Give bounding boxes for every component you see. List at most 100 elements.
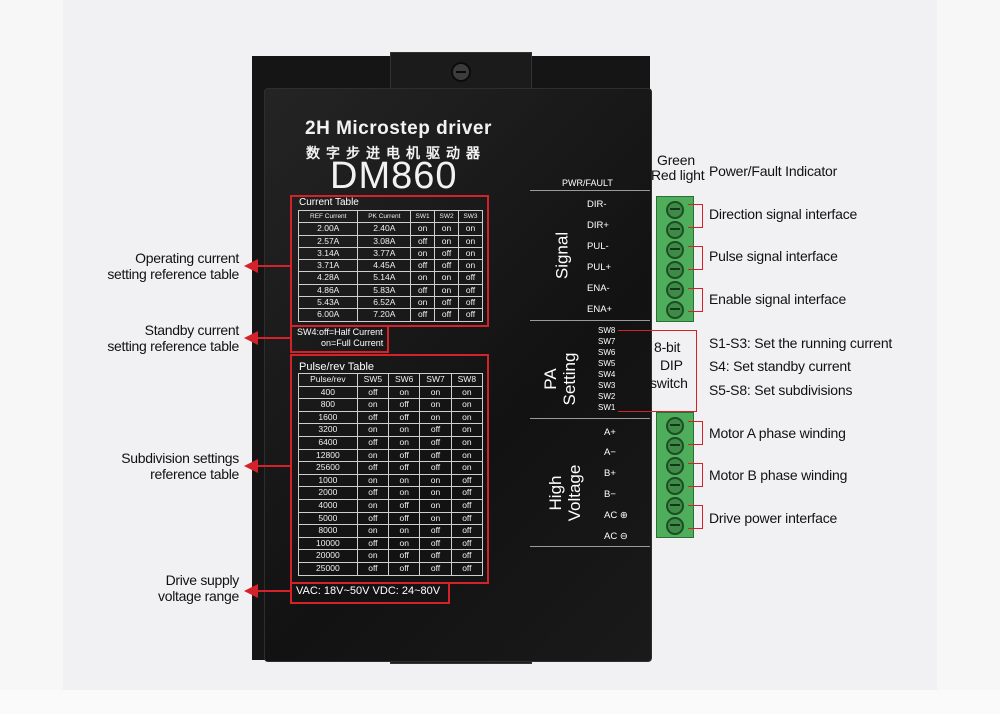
arrow-line	[256, 265, 290, 267]
motor-a-callout: Motor A phase winding	[709, 425, 846, 441]
pulse-table-title: Pulse/rev Table	[299, 361, 375, 373]
table-cell: on	[419, 511, 452, 526]
table-cell: off	[356, 410, 390, 425]
table-cell: off	[388, 410, 421, 425]
terminal-screw-icon	[666, 301, 684, 319]
table-cell: on	[434, 283, 460, 298]
table-cell: on	[434, 271, 460, 285]
top-mounting-ear	[390, 52, 532, 92]
table-cell: on	[388, 524, 421, 538]
led-color-label-1: Green	[657, 152, 695, 168]
table-cell: 3.08A	[357, 234, 412, 248]
table-cell: off	[356, 435, 390, 450]
signal-terminal-block	[656, 196, 694, 322]
arrow-left-icon	[244, 259, 258, 273]
table-cell: on	[458, 246, 483, 261]
dip-label-1: 8-bit	[654, 339, 681, 355]
table-cell: off	[356, 461, 390, 475]
table-cell: 25000	[298, 561, 358, 576]
table-cell: off	[356, 511, 390, 526]
arrow-left-icon	[244, 331, 258, 345]
table-cell: 5.43A	[297, 296, 359, 310]
signal-section-label: Signal	[552, 231, 572, 280]
enable-callout: Enable signal interface	[709, 291, 847, 307]
arrow-left-icon	[244, 584, 258, 598]
dip-switch-label: SW4	[598, 370, 616, 379]
drive-power-bracket	[688, 505, 703, 529]
table-cell: 5.83A	[357, 283, 412, 298]
brand-line: 2H Microstep driver	[305, 118, 492, 139]
table-cell: off	[434, 296, 460, 310]
table-cell: 12800	[298, 448, 358, 463]
table-header-cell: PK Current	[357, 209, 412, 224]
table-cell: 4.86A	[297, 283, 359, 298]
dip-switch-label: SW6	[598, 348, 616, 357]
table-cell: off	[450, 536, 484, 551]
motor-a-bracket	[688, 421, 703, 445]
table-cell: off	[450, 524, 484, 538]
table-header-cell: REF Current	[297, 209, 359, 224]
table-header-cell: Pulse/rev	[298, 373, 358, 387]
table-cell: 3200	[298, 423, 358, 437]
direction-callout: Direction signal interface	[709, 206, 858, 222]
terminal-screw-icon	[666, 457, 684, 475]
table-cell: off	[356, 536, 390, 551]
table-cell: on	[450, 410, 484, 425]
screw-icon	[451, 62, 471, 82]
table-header-cell: SW8	[450, 373, 484, 387]
table-cell: off	[450, 486, 484, 500]
table-cell: off	[388, 461, 421, 475]
table-cell: on	[388, 435, 421, 450]
divider	[530, 320, 650, 321]
table-header-cell: SW7	[419, 373, 452, 387]
table-cell: on	[458, 222, 483, 236]
terminal-screw-icon	[666, 497, 684, 515]
table-cell: off	[388, 511, 421, 526]
callout-line: Drive supply	[165, 572, 240, 588]
table-cell: 6.00A	[297, 308, 359, 322]
s4-callout: S4: Set standby current	[709, 358, 851, 374]
table-cell: on	[450, 448, 484, 463]
callout-line: Standby current	[144, 322, 240, 338]
table-cell: off	[419, 448, 452, 463]
table-cell: 400	[298, 385, 358, 400]
bottom-strip	[0, 690, 1000, 714]
standby-note-line-1: SW4:off=Half Current	[297, 327, 383, 337]
dip-switch-label: SW7	[598, 337, 616, 346]
table-cell: off	[419, 423, 452, 437]
table-cell: 5.14A	[357, 271, 412, 285]
table-cell: off	[419, 536, 452, 551]
motor-b-callout: Motor B phase winding	[709, 467, 848, 483]
pulse-callout: Pulse signal interface	[709, 248, 838, 264]
pin-label: B+	[604, 468, 616, 479]
table-header-cell: SW3	[458, 209, 483, 224]
pa-label-line-1: PA	[541, 368, 560, 390]
table-cell: 800	[298, 398, 358, 412]
table-cell: off	[388, 448, 421, 463]
table-cell: 6400	[298, 435, 358, 450]
table-cell: 7.20A	[357, 308, 412, 322]
table-cell: off	[434, 259, 460, 273]
s5-s8-callout: S5-S8: Set subdivisions	[709, 382, 853, 398]
dip-switch-label: SW3	[598, 381, 616, 390]
table-cell: on	[450, 435, 484, 450]
callout-line: reference table	[150, 466, 239, 482]
table-cell: off	[458, 296, 483, 310]
table-cell: on	[356, 473, 390, 488]
dip-switch-label: SW1	[598, 403, 616, 412]
callout-line: Operating current	[135, 250, 239, 266]
